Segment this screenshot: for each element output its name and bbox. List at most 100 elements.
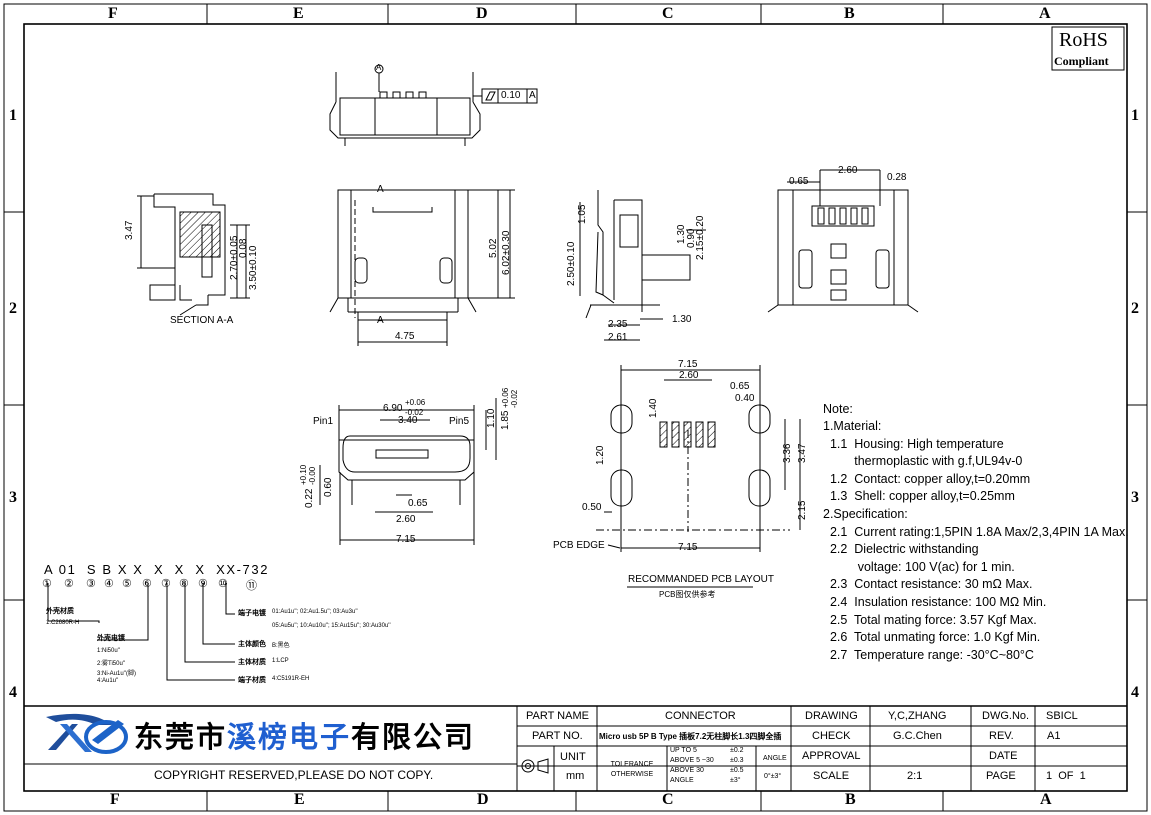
company-name-highlight: 溪榜电子 (227, 722, 352, 754)
part-code: A 01 S B X X X X X XX-732 (44, 562, 270, 577)
tol-range: ABOVE 5 ~30 (670, 757, 714, 764)
body-material-label: 主体材质 (238, 659, 266, 666)
bottom-dim-690-plus: +0.06 (405, 398, 426, 407)
pcb-edge-label: PCB EDGE (553, 540, 605, 551)
flatness-datum: A (529, 90, 536, 101)
bottom-dim-185: 1.85 (500, 410, 511, 430)
code-num: ② (64, 578, 74, 590)
shell-material-label: 外壳材质 (46, 608, 74, 615)
copyright-notice: COPYRIGHT RESERVED,PLEASE DO NOT COPY. (154, 768, 434, 782)
section-label: SECTION A-A (170, 315, 234, 326)
code-num: ③ (86, 578, 96, 590)
code-num: ⑪ (246, 580, 257, 592)
notes-list: 1.Material: 1.1 Housing: High temperatur… (823, 418, 1129, 664)
bottom-view (319, 398, 497, 545)
rev-value: A1 (1047, 730, 1061, 742)
zone-top-d: D (476, 5, 488, 22)
rear-dim-028: 0.28 (887, 172, 907, 183)
zone-top-f: F (108, 5, 118, 22)
body-material-value: 1:LCP (272, 658, 289, 664)
section-view (137, 193, 250, 316)
body-color-value: B:黑色 (272, 643, 290, 649)
zone-right-1: 1 (1131, 107, 1139, 124)
shell-material-value: 1:C2680R-H (46, 620, 80, 626)
zone-left-4: 4 (9, 684, 17, 701)
dwg-no-value: SBICL (1046, 710, 1078, 722)
page-label: PAGE (986, 770, 1016, 782)
code-num: ⑨ (198, 578, 208, 590)
drawing-value: Y,C,ZHANG (888, 710, 947, 722)
note-line: 1.2 Contact: copper alloy,t=0.20mm (823, 471, 1031, 486)
pcb-dim-715-top: 7.15 (678, 359, 698, 370)
part-no-label: PART NO. (532, 730, 583, 742)
bottom-dim-110: 1.10 (486, 408, 497, 428)
terminal-plating-label: 端子电镀 (238, 610, 266, 617)
bottom-dim-185-minus: -0.02 (510, 389, 519, 408)
code-num: ⑧ (179, 578, 189, 590)
note-line: 2.6 Total unmating force: 1.0 Kgf Min. (823, 630, 1041, 645)
pcb-dim-215: 2.15 (797, 500, 808, 520)
tol-range: UP TO 5 (670, 747, 697, 754)
tol-value: ±0.5 (730, 767, 744, 774)
bottom-dim-022-minus: -0.00 (308, 466, 317, 485)
code-num: ⑩ (218, 578, 228, 590)
pcb-dim-336: 3.36 (782, 443, 793, 463)
company-name-part: 有限公司 (351, 722, 476, 754)
dwg-no-label: DWG.No. (982, 710, 1030, 722)
cut-mark-bottom: A (377, 315, 384, 326)
bottom-dim-022: 0.22 (304, 488, 315, 508)
shell-plating-value: 1:Ni50u'' (97, 648, 120, 654)
side-dim-261: 2.61 (608, 332, 628, 343)
side-view (579, 190, 706, 341)
note-line: voltage: 100 V(ac) for 1 min. (823, 559, 1015, 574)
note-line: 2.Specification: (823, 506, 908, 521)
rohs-box (1051, 26, 1125, 71)
note-line: 2.3 Contact resistance: 30 mΩ Max. (823, 577, 1033, 592)
pcb-dim-040: 0.40 (735, 393, 755, 404)
top-view (329, 64, 538, 146)
bottom-dim-715: 7.15 (396, 534, 416, 545)
note-line: 2.4 Insulation resistance: 100 MΩ Min. (823, 594, 1047, 609)
part-name-label: PART NAME (526, 710, 589, 722)
bottom-dim-022-plus: +0.10 (299, 464, 308, 485)
tol-value: ±0.2 (730, 747, 744, 754)
tol-range: ABOVE 30 (670, 767, 704, 774)
bottom-dim-060: 0.60 (323, 477, 334, 497)
unit-value: mm (566, 770, 585, 782)
terminal-plating-line1: 01:Au1u''; 02:Au1.5u''; 03:Au3u'' (272, 609, 358, 615)
tol-value: ±0.3 (730, 757, 744, 764)
bottom-dim-260: 2.60 (396, 514, 416, 525)
side-dim-105: 1.05 (577, 204, 588, 224)
side-dim-250: 2.50±0.10 (566, 241, 577, 286)
terminal-plating-line2: 05:Au5u''; 10:Au10u''; 15:Au15u''; 30:Au… (272, 623, 391, 629)
note-line: 2.7 Temperature range: -30°C~80°C (823, 647, 1034, 662)
zone-top-b: B (844, 5, 855, 22)
zone-top-a: A (1039, 5, 1051, 22)
front-view (329, 189, 515, 346)
side-dim-130h: 1.30 (672, 314, 692, 325)
note-line: 2.2 Dielectric withstanding (823, 542, 979, 557)
pcb-dim-260: 2.60 (679, 370, 699, 381)
zone-bottom-b: B (845, 791, 856, 808)
angle-label: ANGLE (763, 755, 787, 762)
terminal-material-label: 端子材质 (238, 677, 266, 684)
pcb-layout-subtitle: PCB图仅供参考 (659, 590, 716, 599)
front-dim-602: 6.02±0.30 (501, 230, 512, 275)
bottom-dim-690: 6.90 (383, 403, 403, 414)
zone-right-2: 2 (1131, 300, 1139, 317)
angle-value: 0°±3° (764, 773, 782, 780)
note-line: 2.1 Current rating:1,5PIN 1.8A Max/2,3,4… (823, 524, 1129, 539)
zone-bottom-d: D (477, 791, 489, 808)
scale-label: SCALE (813, 770, 850, 782)
body-color-label: 主体颜色 (238, 641, 266, 648)
datum-a-label: A (376, 63, 382, 72)
zone-top-e: E (293, 5, 304, 22)
zone-right-3: 3 (1131, 489, 1139, 506)
part-code-callouts (47, 583, 235, 681)
rohs-subtitle: Compliant (1054, 54, 1109, 68)
shell-plating-value: 4:Au1u'' (97, 678, 119, 684)
notes-heading: Note: (823, 402, 853, 416)
pcb-dim-140: 1.40 (648, 398, 659, 418)
code-num: ⑦ (161, 578, 171, 590)
code-num: ④ (104, 578, 114, 590)
